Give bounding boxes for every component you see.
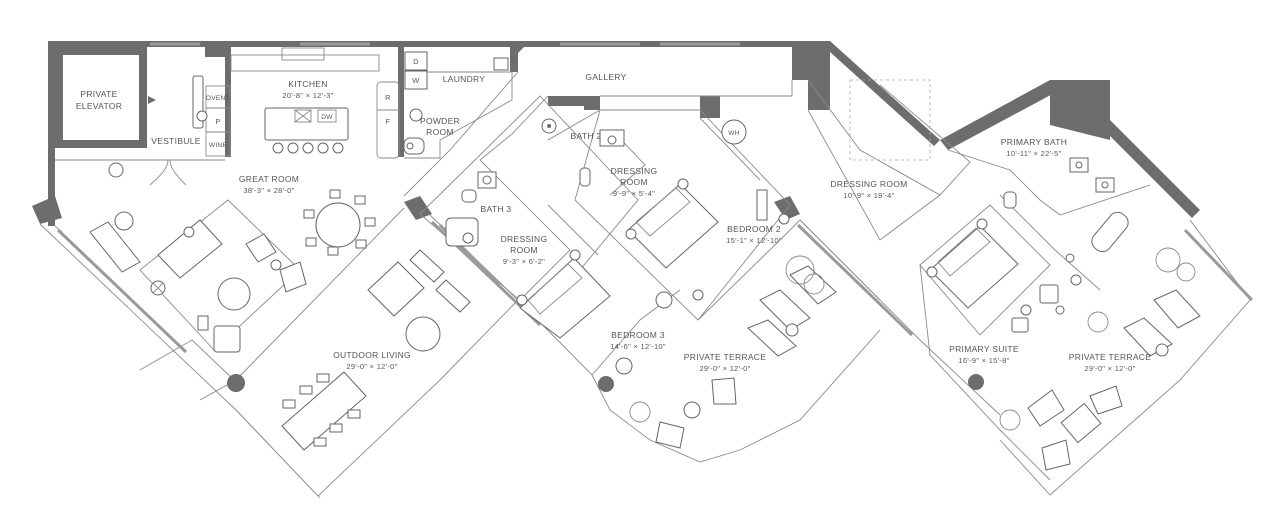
primary-suite-label: PRIMARY SUITE xyxy=(949,344,1019,354)
bedroom-3-label: BEDROOM 3 xyxy=(611,330,665,340)
furniture xyxy=(89,47,1201,471)
vestibule-label: VESTIBULE xyxy=(151,136,200,146)
great-room-dims: 38'-3" × 28'-0" xyxy=(243,186,294,195)
private-terrace-1-dims: 29'-0" × 12'-0" xyxy=(699,364,750,373)
outdoor-living-label: OUTDOOR LIVING xyxy=(333,350,411,360)
bedroom-2-label: BEDROOM 2 xyxy=(727,224,781,234)
dressing-room-3-label-2: ROOM xyxy=(510,245,538,255)
dishwasher-tag: DW xyxy=(321,114,333,121)
ovens-tag: OVENS xyxy=(206,95,231,102)
dressing-room-primary-label: DRESSING ROOM xyxy=(830,179,907,189)
dressing-room-2-dims: 9'-9" × 5'-4" xyxy=(613,189,655,198)
interior-lines xyxy=(39,54,1251,499)
dressing-room-2-label-1: DRESSING xyxy=(611,166,658,176)
wine-tag: WINE xyxy=(209,142,228,149)
bath-2-label: BATH 2 xyxy=(571,131,602,141)
kitchen-label: KITCHEN xyxy=(288,79,327,89)
powder-room-label-1: POWDER xyxy=(420,116,460,126)
primary-bath-label: PRIMARY BATH xyxy=(1001,137,1067,147)
primary-suite-dims: 16'-9" × 15'-8" xyxy=(958,356,1009,365)
powder-room-label-2: ROOM xyxy=(426,127,454,137)
outdoor-living-dims: 29'-0" × 12'-0" xyxy=(346,362,397,371)
bath-3-label: BATH 3 xyxy=(481,204,512,214)
laundry-label: LAUNDRY xyxy=(443,74,486,84)
water-heater-tag: WH xyxy=(728,130,739,137)
private-terrace-2-label: PRIVATE TERRACE xyxy=(1069,352,1151,362)
dressing-room-primary-dims: 10'-9" × 19'-4" xyxy=(843,191,894,200)
private-elevator-label-2: ELEVATOR xyxy=(76,101,122,111)
private-terrace-1-label: PRIVATE TERRACE xyxy=(684,352,766,362)
dressing-room-3-dims: 9'-3" × 6'-2" xyxy=(503,257,545,266)
gallery-label: GALLERY xyxy=(585,72,626,82)
room-labels: PRIVATE ELEVATOR VESTIBULE KITCHEN 20'-8… xyxy=(76,72,1151,373)
primary-bath-dims: 10'-11" × 22'-5" xyxy=(1006,149,1061,158)
dressing-room-2-label-2: ROOM xyxy=(620,177,648,187)
private-terrace-2-dims: 29'-0" × 12'-0" xyxy=(1084,364,1135,373)
private-elevator-label-1: PRIVATE xyxy=(80,89,117,99)
refrigerator-tag: R xyxy=(385,93,391,102)
dressing-room-3-label-1: DRESSING xyxy=(501,234,548,244)
appliance-labels: D W OVENS P WINE R F DW WH xyxy=(206,51,739,149)
pantry-tag: P xyxy=(215,117,220,126)
bedroom-3-dims: 14'-6" × 12'-10" xyxy=(610,342,666,351)
bedroom-2-dims: 15'-1" × 12'-10" xyxy=(726,236,782,245)
washer-tag: W xyxy=(412,76,420,85)
kitchen-dims: 20'-8" × 12'-3" xyxy=(282,91,333,100)
freezer-tag: F xyxy=(386,117,391,126)
walls xyxy=(32,41,1200,226)
great-room-label: GREAT ROOM xyxy=(239,174,299,184)
dryer-tag: D xyxy=(413,57,419,66)
